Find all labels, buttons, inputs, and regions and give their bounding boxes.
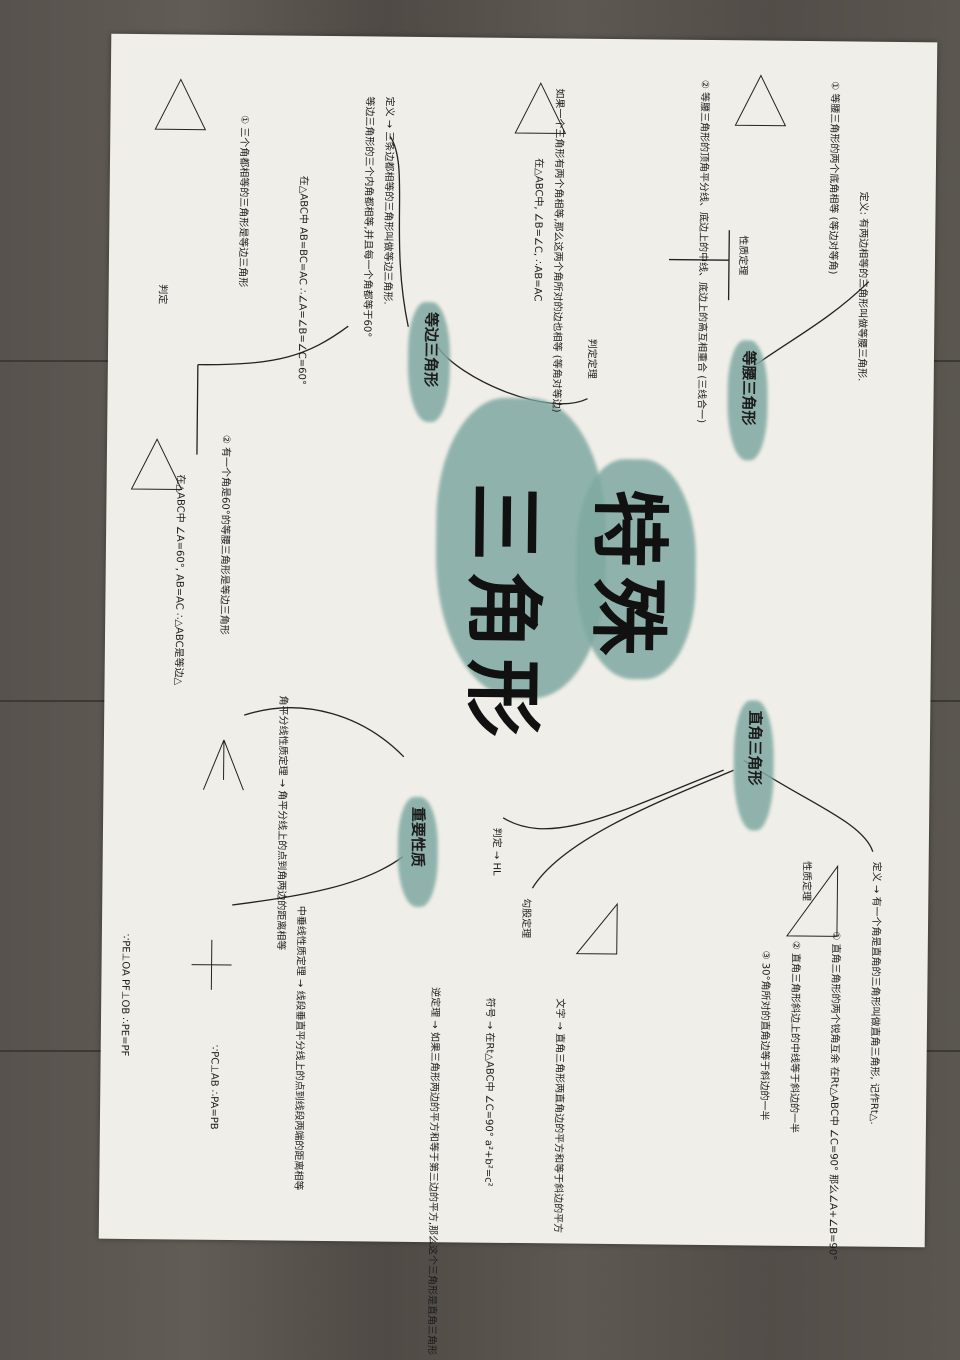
angle-bisector-sketch: [202, 739, 244, 791]
equilateral-judge-label: 判定: [156, 284, 168, 305]
isosceles-definition: 定义: 有两边相等的三角形叫做等腰三角形.: [855, 191, 869, 382]
isosceles-property-label: 性质定理: [736, 235, 749, 276]
right-property3: ③ 30°角所对的直角边等于斜边的一半: [757, 950, 771, 1121]
right-definition: 定义 → 有一个角是直角的三角形叫做直角三角形, 记作Rt△.: [867, 861, 882, 1125]
triangle-sketch: [130, 438, 183, 490]
isosceles-judge-symbol: 在△ABC中, ∠B=∠C, ∴AB=AC: [531, 158, 545, 302]
pythagoras-converse: 逆定理 → 如果三角形两边的平方和等于第三边的平方,那么这个三角形是直角三角形: [425, 987, 441, 1356]
node-isosceles: 等腰三角形: [739, 350, 759, 426]
equilateral-property: 等边三角形的三个内角都相等,并且每一个角都等于60°: [361, 96, 375, 338]
triangle-sketch: [154, 78, 207, 131]
pythagoras-symbol: 符号 → 在Rt△ABC中 ∠C=90° a²+b²=c²: [482, 997, 496, 1187]
title-line1: 特殊: [581, 488, 674, 666]
node-important: 重要性质: [408, 806, 428, 868]
perpendicular-bisector-sketch: [191, 939, 232, 990]
right-triangle-sketch: [785, 864, 839, 937]
title-line2: 三角形: [455, 482, 549, 748]
perpendicular-bisector-theorem: 中垂线性质定理 → 线段垂直平分线上的点到线段两端的距离相等: [292, 905, 307, 1191]
perpendicular-bisector-symbol: ∵PC⊥AB ∴PA=PB: [207, 1044, 220, 1130]
equilateral-judge2: ② 有一个角是60°的等腰三角形是等边三角形: [218, 434, 232, 635]
equilateral-judge1: ① 三个角都相等的三角形是等边三角形: [236, 115, 250, 288]
equilateral-definition: 定义 → 三条边都相等的三角形叫做等边三角形.: [381, 96, 395, 305]
bisector-symbol: ∵PE⊥OA PF⊥OB ∴PE=PF: [118, 933, 131, 1057]
pythagoras-label: 勾股定理: [519, 898, 532, 939]
triangle-sketch: [514, 82, 567, 134]
right-triangle-sketch: [575, 902, 618, 955]
mind-map-paper: 特殊 三角形 等腰三角形 等边三角形 直角三角形 重要性质 定义: 有两边相等的…: [98, 33, 938, 1355]
isosceles-judge-label: 判定定理: [585, 338, 598, 379]
right-judge: 判定 → HL: [490, 827, 503, 876]
pythagoras-text: 文字 → 直角三角形两直角边的平方和等于斜边的平方: [551, 998, 566, 1234]
node-equilateral: 等边三角形: [421, 311, 441, 388]
isosceles-property1: ① 等腰三角形的两个底角相等 (等边对等角): [826, 81, 840, 275]
right-property2: ② 直角三角形斜边上的中线等于斜边的一半: [787, 940, 801, 1134]
equilateral-property-symbol: 在△ABC中 AB=BC=AC ∴∠A=∠B=∠C=60°: [295, 175, 309, 385]
triangle-sketch: [734, 74, 787, 127]
bisector-theorem: 角平分线性质定理 → 角平分线上的点到角两边的距离相等: [274, 695, 289, 951]
equilateral-judge2-symbol: 在△ABC中 ∠A=60°, AB=AC ∴△ABC是等边△: [172, 474, 186, 686]
node-right: 直角三角形: [745, 710, 765, 786]
